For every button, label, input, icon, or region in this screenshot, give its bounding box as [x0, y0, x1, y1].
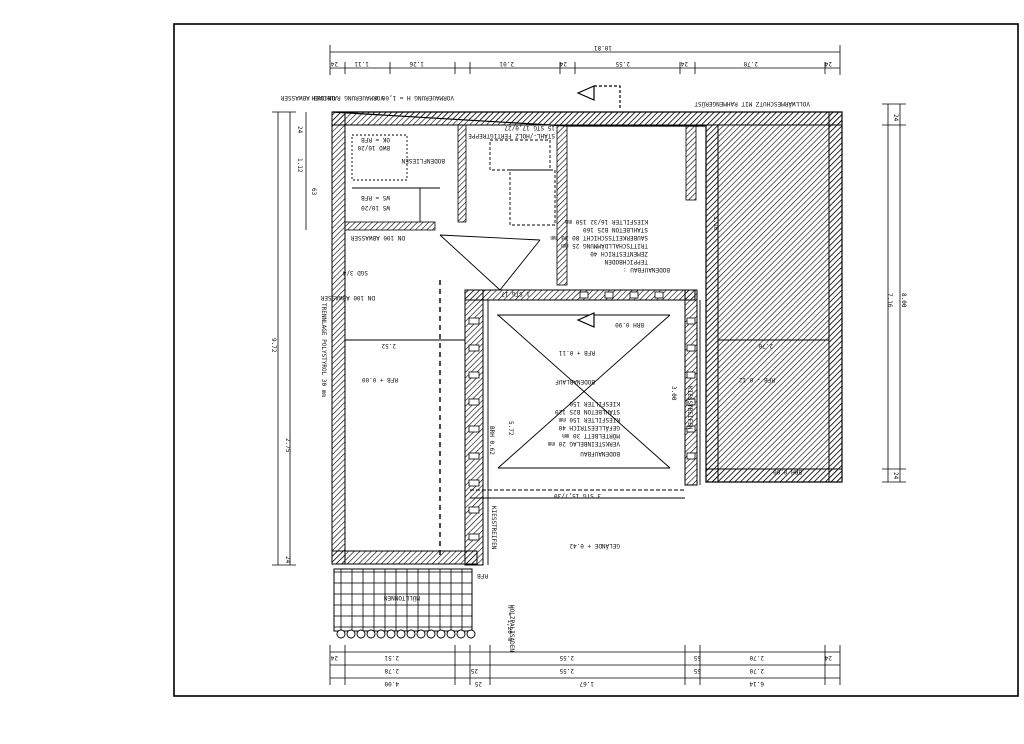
dim-inner: 5.72 [507, 421, 514, 436]
label-floor2-layer: KIESFILTER 150 mm [558, 416, 620, 423]
label-bodenaufbau-2: BODENAUFBAU [580, 450, 620, 457]
label-floor2-layer: MÖRTELBETT 30 mm [562, 432, 620, 439]
label-floor2-layer: VERKSTEINBELAG 20 mm [547, 440, 620, 447]
dim-bottom: 25 [470, 667, 478, 674]
section-arrow-top [576, 85, 621, 328]
label-brh-left: BRH 0.62 [488, 426, 495, 455]
label-floor-layer: TRITTSCHALLDÄMMUNG 25 mm [561, 242, 648, 249]
label-abwasser-low: DN 100 ABWASSER [320, 294, 375, 301]
dim-bottom: 2.70 [749, 667, 764, 674]
label-floor2-layer: GEFÄLLEESTRICH 40 [558, 424, 620, 431]
label-vormauerung: VORMAUERUNG H = 1,00 m [374, 94, 454, 101]
label-floor2-layer: KIESFILTER 150 [569, 400, 620, 407]
label-rfb-center: RFB + 0.11 [558, 349, 595, 356]
sheet-frame [173, 23, 1019, 697]
label-stg-bottom: 3 STG 15,7/30 [554, 492, 601, 499]
dim-overall-top: 10.81 [594, 44, 612, 51]
dim-inner: 3.00 [670, 386, 677, 401]
dim-inner: 2.70 [758, 342, 773, 349]
label-rfb-right: RFB - 0.12 [738, 376, 775, 383]
dim-bottom: 2.70 [749, 654, 764, 661]
dim-bottom: 25 [474, 680, 482, 687]
label-brh-mid: BRH 0.90 [615, 321, 644, 328]
dim-lines [272, 45, 906, 685]
label-floor2-layer: STAHLBETON B25 120 [555, 408, 620, 415]
label-ws: WS 10/20 [361, 204, 390, 211]
label-holzpalisaden: HOLZPALISADEN [508, 605, 515, 652]
label-trennlage: TRENNLAGE POLYSTYROL 30 mm [320, 303, 327, 397]
window-marks [468, 291, 696, 541]
label-bwo: BWO 10/20 [357, 144, 390, 151]
dim-bottom: 6.14 [749, 680, 764, 687]
label-abwasser-top: DN 100 ABWASSER [280, 94, 335, 101]
dim-top: 24 [559, 60, 567, 67]
label-gelaende: GELÄNDE + 0.42 [569, 542, 620, 549]
label-rfb-left: RFB + 0.00 [361, 376, 398, 383]
label-muelltonnen: MÜLLTONNEN [383, 594, 420, 601]
label-brh-right: BRH 0.00 [773, 468, 802, 475]
label-floor-layer: TEPPICHBODEN [604, 258, 648, 265]
label-floor-layer: STAHLBETON B25 160 [583, 226, 648, 233]
dim-bottom: 55 [693, 654, 701, 661]
label-abwasser-mid: DN 100 ABWASSER [350, 234, 405, 241]
label-stg: 15 STG 17,0/27 [504, 124, 555, 131]
dim-bottom: 2.78 [384, 667, 399, 674]
dim-top: 24 [330, 60, 338, 67]
inner-dimension-labels: 2.52 2.70 5.72 3.00 1.16 [381, 216, 773, 436]
dim-bottom: 2.55 [559, 654, 574, 661]
label-vollwaerme: VOLLWÄRMESCHUTZ MIT RAHMENGERÜST [694, 100, 810, 107]
dim-right-small: 24 [892, 472, 899, 480]
dim-top: 1.26 [409, 60, 424, 67]
label-bodenfliesen: BODENFLIESEN [401, 157, 445, 164]
dim-right-total: 8.00 [900, 293, 907, 308]
dim-inner: 2.52 [381, 342, 396, 349]
dim-left-mid: 2.75 [284, 438, 291, 453]
label-rauhdach: VORMAUERUNG RAUHDACH [311, 94, 384, 101]
interior-lines [345, 134, 829, 565]
dim-left-small: 63 [310, 188, 317, 196]
dim-bottom: 24 [824, 654, 832, 661]
dim-top: 2.01 [499, 60, 514, 67]
top-dimension-labels: 10.81 24 1.11 1.26 2.01 24 2.55 24 2.70 … [330, 44, 832, 67]
dim-bottom: 55 [693, 667, 701, 674]
palisade-circles [336, 629, 476, 639]
label-stg-lower: 1 STG 17 [501, 290, 530, 297]
label-kies-right: KIESSTREIFEN [686, 386, 693, 430]
label-sgd: SGD 3/4 [342, 269, 368, 276]
annotation-labels: DN 100 ABWASSER VORMAUERUNG RAUHDACH VOR… [280, 94, 810, 652]
dim-top: 1.11 [354, 60, 369, 67]
side-dimension-labels: 9.72 2.75 24 1.12 63 24 8.00 7.16 24 24 [270, 114, 907, 564]
label-stahl: STAHL-/HOLZ FERTIGTREPPE [468, 132, 555, 139]
label-ws-rfb: WS = RFB [361, 194, 390, 201]
bottom-dimension-labels: 24 2.51 2.55 55 2.70 24 2.78 25 2.55 55 … [330, 654, 832, 687]
dim-bottom: 2.55 [559, 667, 574, 674]
walls [331, 111, 843, 632]
dim-left-small: 24 [296, 126, 303, 134]
label-bodenablauf: BODENABLAUF [555, 378, 595, 385]
label-ok-rfb: OK = RFB [361, 136, 390, 143]
label-holz-height: h = 1,20 m [506, 605, 513, 642]
dim-top: 24 [824, 60, 832, 67]
label-rfb-small: RFB [477, 572, 488, 579]
dim-right-mid: 7.16 [886, 293, 893, 308]
dim-left-small: 24 [284, 556, 291, 564]
dim-top: 2.70 [743, 60, 758, 67]
dim-left-total: 9.72 [270, 338, 277, 353]
dim-right-small: 24 [892, 114, 899, 122]
label-kies: KIESSTREIFEN [490, 506, 497, 550]
dim-bottom: 2.51 [384, 654, 399, 661]
dim-bottom: 4.00 [384, 680, 399, 687]
dim-inner: 1.16 [712, 216, 719, 231]
dim-top: 2.55 [615, 60, 630, 67]
dim-bottom: 1.67 [579, 680, 594, 687]
dim-top: 24 [680, 60, 688, 67]
label-floor-layer: ZEMENTESTRICH 40 [590, 250, 648, 257]
dim-bottom: 24 [330, 654, 338, 661]
label-bodenaufbau-1: BODENAUFBAU : [623, 266, 670, 273]
label-floor-layer: KIESFILTER 16/32 150 mm [565, 218, 648, 225]
dim-left-small: 1.12 [296, 158, 303, 173]
label-floor-layer: SAUBERKEITSSCHICHT 80 30 mm [550, 234, 648, 241]
